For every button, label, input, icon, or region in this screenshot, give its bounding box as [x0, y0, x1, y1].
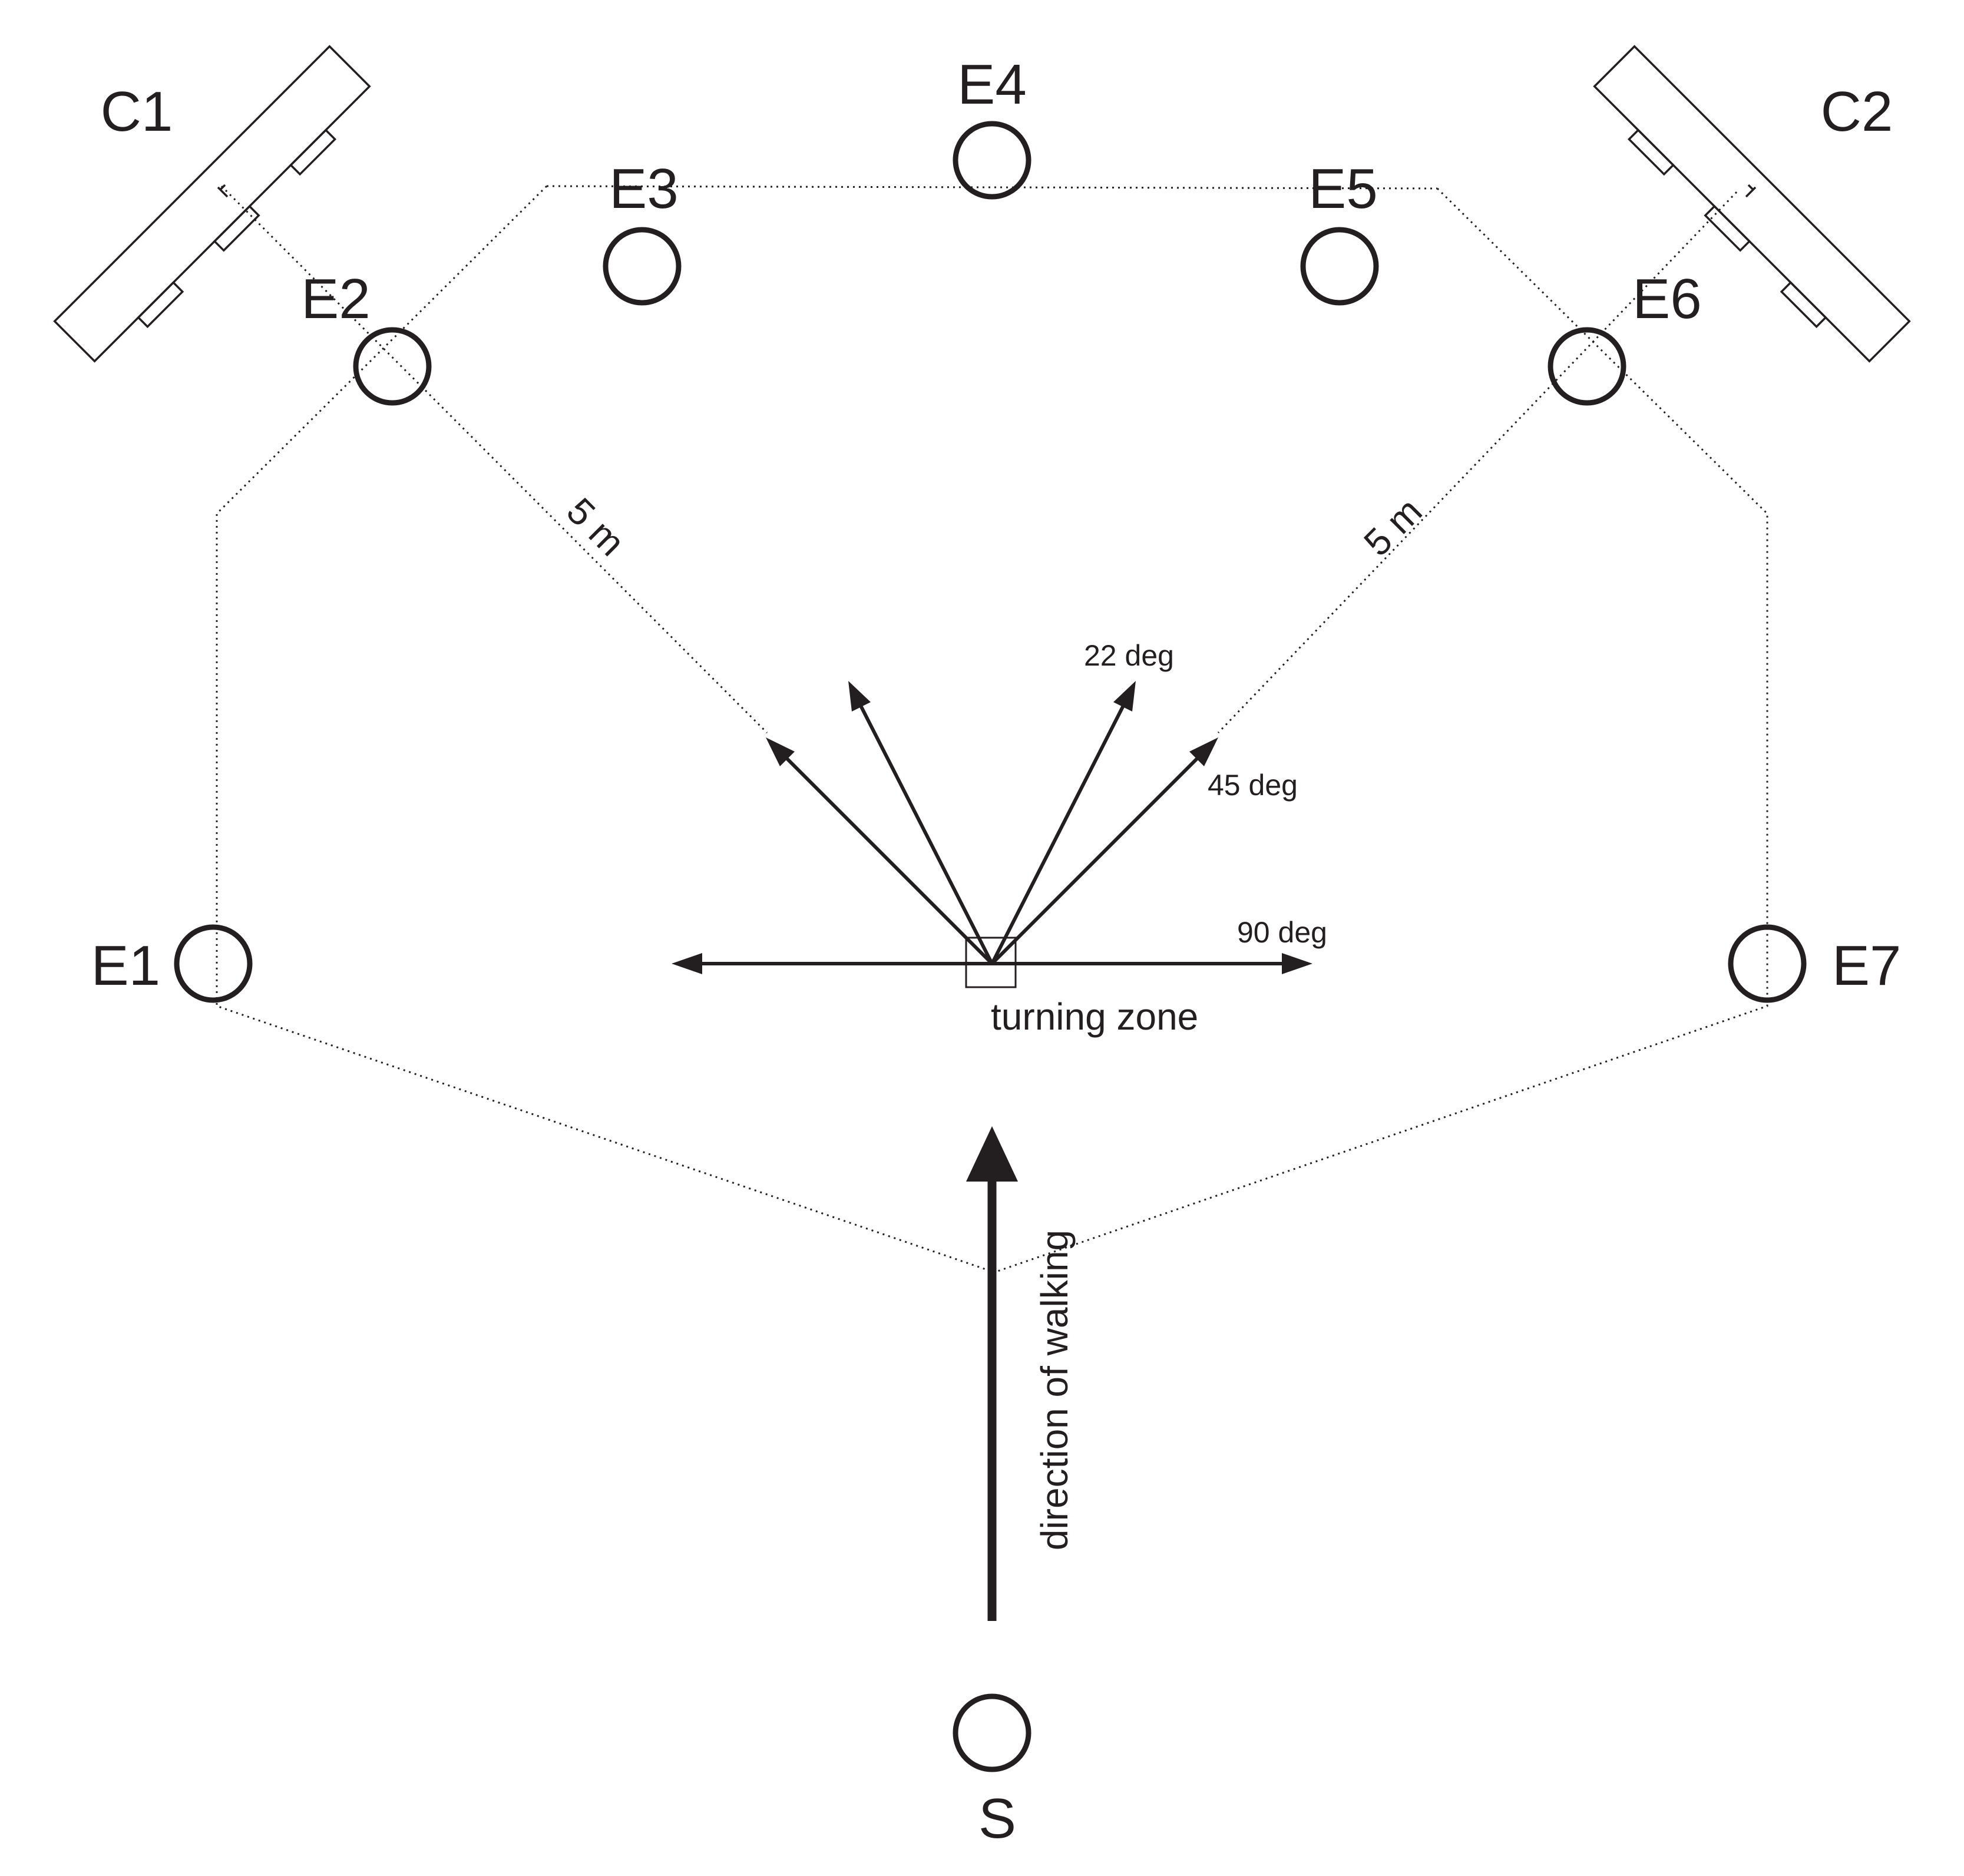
- camera-c1-lens: [137, 281, 184, 329]
- label-5m-right: 5 m: [1355, 489, 1430, 564]
- arrowhead-22-left: [848, 681, 871, 712]
- top-boundary-line: [546, 185, 1438, 190]
- camera-c2-focus-mark: [1745, 184, 1757, 198]
- label-s: S: [978, 1787, 1016, 1850]
- camera-c1-focus-mark: [217, 184, 229, 198]
- camera-c2-lens: [1704, 204, 1751, 252]
- turning-arrows: [672, 681, 1312, 974]
- label-5m-left: 5 m: [558, 489, 633, 564]
- arrow-22-left: [858, 702, 994, 965]
- label-direction-of-walking: direction of walking: [1033, 1230, 1076, 1550]
- label-e5: E5: [1308, 157, 1377, 220]
- label-22-deg: 22 deg: [1084, 639, 1174, 672]
- marker-e3: [603, 227, 682, 306]
- arrowhead-45-right: [1189, 737, 1218, 766]
- camera-c2: [1593, 45, 1911, 363]
- arrowhead-90-right: [1282, 953, 1312, 974]
- marker-s: [953, 1693, 1031, 1772]
- label-c2: C2: [1821, 80, 1893, 143]
- camera-c2-lens: [1627, 128, 1675, 176]
- label-45-deg: 45 deg: [1208, 769, 1298, 802]
- arrow-45-right: [990, 752, 1204, 965]
- label-e3: E3: [609, 157, 678, 220]
- arrowhead-90-left: [672, 953, 702, 974]
- arrow-22-right: [990, 702, 1126, 965]
- camera-c1: [53, 45, 371, 363]
- label-c1: C1: [101, 80, 173, 143]
- walking-direction-arrowhead: [966, 1126, 1018, 1182]
- camera-c1-lens: [289, 128, 337, 176]
- marker-e4: [953, 121, 1031, 200]
- marker-e7: [1728, 924, 1807, 1003]
- label-e7: E7: [1832, 934, 1901, 997]
- left-boundary-line: [216, 185, 995, 1273]
- marker-e5: [1300, 227, 1379, 306]
- marker-e2: [353, 327, 432, 406]
- arrowhead-45-left: [766, 737, 795, 766]
- label-e4: E4: [957, 53, 1026, 116]
- label-e2: E2: [301, 267, 370, 330]
- marker-e1: [174, 924, 253, 1003]
- right-5m-line: [1217, 191, 1738, 734]
- label-90-deg: 90 deg: [1237, 916, 1327, 949]
- arrowhead-22-right: [1113, 681, 1136, 712]
- label-e1: E1: [91, 934, 160, 997]
- dotted-guide-lines: [216, 185, 1768, 1273]
- label-e6: E6: [1632, 267, 1701, 330]
- label-turning-zone: turning zone: [991, 995, 1198, 1038]
- left-5m-line: [220, 185, 768, 734]
- marker-e6: [1548, 327, 1626, 406]
- marker-circles: [174, 121, 1807, 1772]
- arrow-45-left: [780, 752, 994, 965]
- camera-c1-lens: [213, 204, 260, 252]
- camera-c2-lens: [1780, 281, 1827, 329]
